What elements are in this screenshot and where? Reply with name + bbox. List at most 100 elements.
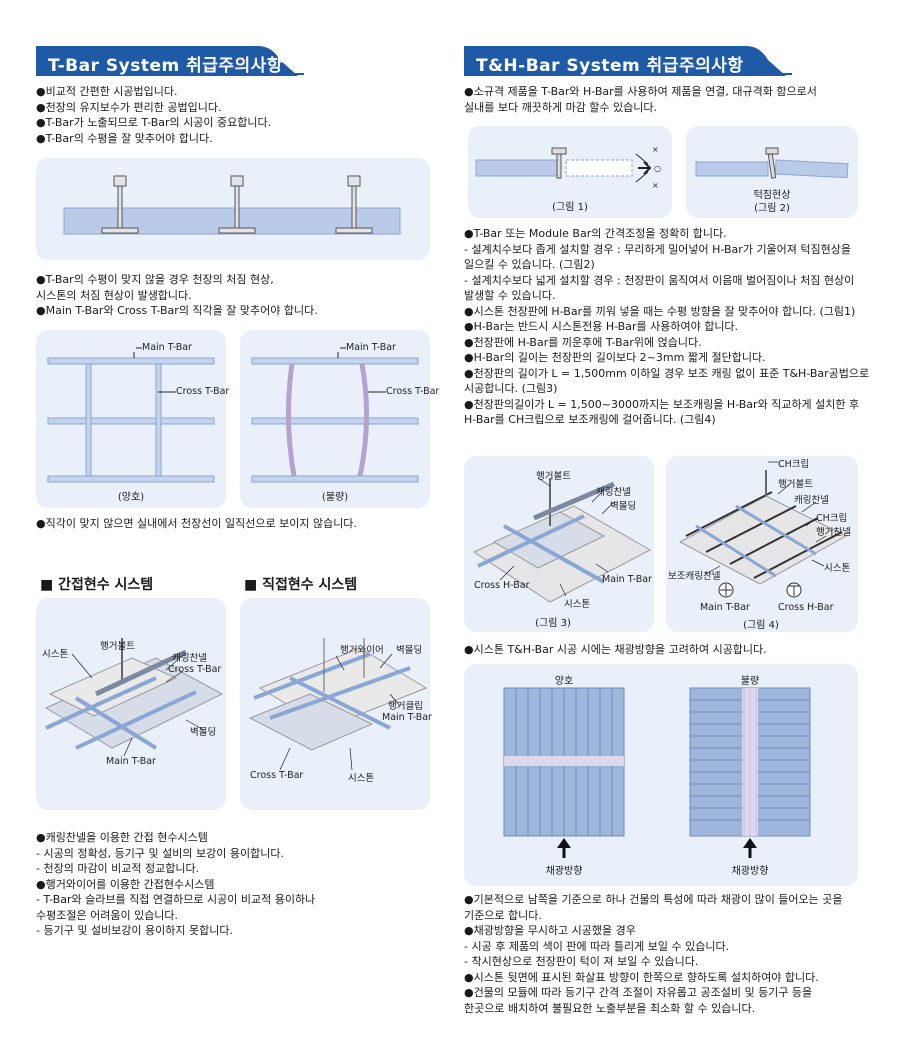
indirect-systone-label: 시스톤 [42,649,69,660]
light-good-label: 양호 [554,676,574,687]
figure-1-caption: (그림 1) [552,202,588,213]
bullet-text: ●시스톤 천장판에 H-Bar를 끼워 넣을 때는 수평 방향을 잘 맞추어야 … [464,304,856,318]
bullet-text: H-Bar를 CH크립으로 보조캐링에 걸어줍니다. (그림4) [464,413,716,426]
light-direction-panel: 양호 불량 채광방향 채광방향 [464,664,858,886]
fig4-main-tbar-label: Main T-Bar [700,602,750,613]
bullet-text: - 시공 후 제품의 색이 판에 따라 틀리게 보일 수 있습니다. [464,939,730,953]
fig4-hanger-channel-label: 행거찬넬 [816,527,851,538]
direct-hanger-clip-label: 행거클립 [388,701,423,712]
fig4-ch-clip-top-label: CH크립 [778,459,810,470]
bullet-text: 일으킬 수 있습니다. (그림2) [464,258,595,271]
indirect-cross-tbar-label: Cross T-Bar [168,664,222,675]
direct-hanger-wire-label: 행거와이어 [340,645,384,656]
fig4-ch-clip-label: CH크립 [816,513,848,524]
direct-system-panel: 행거와이어 벽몰딩 행거클립 Main T-Bar Cross T-Bar 시스… [240,598,432,810]
bad-grid-diagram [251,347,419,483]
bullet-text: - 설계치수보다 넓게 설치할 경우 : 천장판이 움직여서 이음매 벌어짐이나… [464,273,855,287]
bullet-text: ●T-Bar가 노출되므로 T-Bar의 시공이 중요합니다. [36,116,272,129]
indirect-carrying-channel-label: 캐링찬넬 [172,653,207,664]
figure-4-panel: CH크립 행거볼트 캐링찬넬 CH크립 행거찬넬 보조캐링찬넬 시스톤 Main… [666,456,858,632]
bullet-text: ●캐링찬넬을 이용한 간접 현수시스템 [36,831,208,844]
bullet-text: 한곳으로 배치하여 불필요한 노출부분을 최소화 할 수 있습니다. [464,1001,756,1015]
indirect-system-panel: 시스톤 행거볼트 캐링찬넬 Cross T-Bar 벽몰딩 Main T-Bar [36,598,226,810]
bullet-text: ●천장의 유지보수가 편리한 공법입니다. [36,100,222,114]
light-direction-label-bad: 채광방향 [731,866,769,877]
bullet-text: ●T-Bar 또는 Module Bar의 간격조정을 정확히 합니다. [464,227,727,240]
direct-system-title: ■ 직접현수 시스템 [244,577,358,593]
fig4-aux-carrying-channel-label: 보조캐링찬넬 [668,571,721,582]
tbar-section-diagram [63,175,401,235]
bullet-text: 기준으로 합니다. [464,908,542,922]
light-direction-note: ●시스톤 T&H-Bar 시공 시에는 채광방향을 고려하여 시공합니다. [464,643,767,656]
bullet-text: 실내를 보다 깨끗하게 마감 할수 있습니다. [464,100,658,114]
bullet-text: 발생할 수 있습니다. [464,289,556,302]
bullet-text: ●Main T-Bar와 Cross T-Bar의 직각을 잘 맞추어야 합니다… [36,304,318,317]
direct-system-diagram [248,638,428,771]
bullet-text: 시스톤의 처짐 현상이 발생합니다. [36,288,192,302]
bullet-text: - 등기구 및 설비보강이 용이하지 못합니다. [36,924,233,937]
right-bottom-bullets: ●기본적으로 남쪽을 기준으로 하나 건물의 특성에 따라 채광이 많이 들어오… [464,892,843,1016]
bullet-text: - 시공의 정확성, 등기구 및 설비의 보강이 용이합니다. [36,846,284,860]
fig4-systone-label: 시스톤 [824,563,851,574]
figure-3-panel: 행거볼트 캐링찬넬 벽몰딩 Cross H-Bar Main T-Bar 시스톤… [464,456,654,632]
indirect-wall-molding-label: 벽몰딩 [190,727,217,738]
bad-main-tbar-label: Main T-Bar [346,342,396,353]
fig3-hanger-bolt-label: 행거볼트 [536,471,571,482]
left-bottom-bullets: ●캐링찬넬을 이용한 간접 현수시스템 - 시공의 정확성, 등기구 및 설비의… [36,830,315,939]
fig4-carrying-channel-label: 캐링찬넬 [794,495,829,506]
direct-systone-label: 시스톤 [348,773,375,784]
left-intro-bullets: ●비교적 간편한 시공법입니다. ●천장의 유지보수가 편리한 공법입니다. ●… [36,84,271,146]
direct-wall-molding-label: 벽몰딩 [396,645,423,656]
figure-4-caption: (그림 4) [743,620,779,631]
figure-2-caption-2: (그림 2) [754,203,790,214]
bullet-text: ●행거와이어를 이용한 간접현수시스템 [36,877,215,891]
fig3-carrying-channel-label: 캐링찬넬 [596,487,631,498]
bullet-text: ●시스톤 뒷면에 표시된 화살표 방향이 한쪽으로 향하도록 설치하여야 합니다… [464,970,819,984]
figure-2-diagram [695,147,849,179]
fig3-cross-hbar-label: Cross H-Bar [474,580,530,591]
figure-2-caption-1: 턱짐현상 [753,190,791,201]
right-intro-bullets: ●소규격 제품을 T-Bar와 H-Bar를 사용하여 제품을 연결, 대규격화… [464,84,817,115]
good-grid-diagram [47,347,215,483]
bullet-text: ●T-Bar의 수평을 잘 맞추어야 합니다. [36,131,213,145]
left-section-header: T-Bar System 취급주의사항 [36,46,306,76]
good-caption: (양호) [117,492,145,503]
figure-3-caption: (그림 3) [535,618,571,629]
bullet-text: ●소규격 제품을 T-Bar와 H-Bar를 사용하여 제품을 연결, 대규격화… [464,85,817,98]
bullet-text: ●채광방향을 무시하고 시공했을 경우 [464,924,636,937]
figure-3-diagram [472,477,652,603]
good-main-tbar-label: Main T-Bar [142,342,192,353]
header-banner-shape [464,46,792,76]
svg-text:○: ○ [654,164,661,173]
good-grid-panel: Main T-Bar Cross T-Bar (양호) [36,330,229,508]
fig4-hanger-bolt-label: 행거볼트 [778,479,813,490]
left-mid-bullets: ●T-Bar의 수평이 맞지 않을 경우 천장의 처짐 현상, 시스톤의 처짐 … [36,272,318,319]
tbar-section-panel [36,158,430,260]
svg-text:×: × [652,181,659,190]
indirect-system-title: ■ 간접현수 시스템 [40,577,154,593]
bullet-text: ●H-Bar는 반드시 시스톤전용 H-Bar를 사용하여야 합니다. [464,320,739,333]
figure-1-panel: × ○ × (그림 1) [468,126,672,218]
light-direction-label-good: 채광방향 [545,866,583,877]
bullet-text: - 설계치수보다 좁게 설치할 경우 : 무리하게 밀어넣어 H-Bar가 기울… [464,242,852,256]
fig3-systone-label: 시스톤 [564,599,591,610]
bullet-text: - 천장의 마감이 비교적 정교합니다. [36,862,200,875]
indirect-main-tbar-label: Main T-Bar [106,756,156,767]
bullet-text: ●천장판의 길이가 L = 1,500mm 이하일 경우 보조 캐링 없이 표준… [464,366,870,380]
right-mid-bullets: ●T-Bar 또는 Module Bar의 간격조정을 정확히 합니다. - 설… [464,226,869,428]
angle-note: ●직각이 맞지 않으면 실내에서 천장선이 일직선으로 보이지 않습니다. [36,517,357,530]
bullet-text: 시공합니다. (그림3) [464,382,558,395]
bullet-text: - 착시현상으로 천장판이 턱이 져 보일 수 있습니다. [464,955,699,968]
bullet-text: ●천장판에 H-Bar를 끼운후에 T-Bar위에 얹습니다. [464,335,702,349]
indirect-hanger-bolt-label: 행거볼트 [100,641,135,652]
bullet-text: ●T-Bar의 수평이 맞지 않을 경우 천장의 처짐 현상, [36,273,274,286]
bullet-text: ●건물의 모듈에 따라 등기구 간격 조절이 자유롭고 공조설비 및 등기구 등… [464,986,813,999]
figure-4-diagram [678,461,848,598]
right-header-title: T&H-Bar System 취급주의사항 [476,56,744,76]
svg-text:×: × [652,145,659,154]
fig3-wall-molding-label: 벽몰딩 [610,501,637,512]
bad-grid-panel: Main T-Bar Cross T-Bar (불량) [240,330,439,508]
figure-2-panel: 턱짐현상 (그림 2) [686,126,858,218]
fig3-main-tbar-label: Main T-Bar [602,574,652,585]
figure-1-diagram: × ○ × [475,145,661,190]
